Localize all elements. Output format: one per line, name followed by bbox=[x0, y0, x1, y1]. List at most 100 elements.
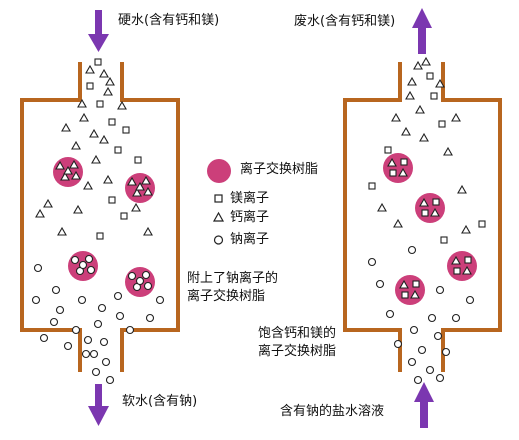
magnesium-ion bbox=[120, 212, 128, 220]
calcium-ion bbox=[117, 100, 127, 110]
bound-magnesium-ion bbox=[464, 256, 472, 264]
bound-sodium-ion bbox=[84, 254, 94, 264]
bound-magnesium-ion bbox=[432, 198, 440, 206]
sodium-ion bbox=[81, 349, 91, 359]
sodium-ion bbox=[63, 341, 73, 351]
bound-calcium-ion bbox=[143, 186, 153, 196]
calcium-ion bbox=[131, 202, 141, 212]
legend-sodium-label: 钠离子 bbox=[230, 232, 270, 247]
bound-sodium-ion bbox=[141, 270, 151, 280]
right-bottom-label: 含有钠的盐水溶液 bbox=[280, 404, 385, 419]
sodium-ion bbox=[55, 305, 65, 315]
sodium-ion bbox=[433, 331, 443, 341]
magnesium-ion bbox=[108, 118, 116, 126]
sodium-ion bbox=[101, 357, 111, 367]
left-vessel bbox=[20, 62, 180, 372]
magnesium-ion bbox=[430, 92, 438, 100]
magnesium-ion bbox=[368, 182, 376, 190]
calcium-ion bbox=[103, 174, 113, 184]
calcium-ion bbox=[407, 76, 417, 86]
loaded-resin-label-line1: 饱含钙和镁的 bbox=[258, 326, 337, 341]
magnesium-ion bbox=[440, 236, 448, 244]
bound-sodium-ion bbox=[127, 271, 137, 281]
bound-magnesium-ion bbox=[389, 169, 397, 177]
calcium-ion bbox=[79, 112, 89, 122]
bound-calcium-ion bbox=[419, 197, 429, 207]
calcium-ion bbox=[443, 146, 453, 156]
magnesium-ion bbox=[438, 120, 446, 128]
magnesium-ion bbox=[108, 196, 116, 204]
sodium-ion bbox=[427, 313, 437, 323]
sodium-ion bbox=[465, 295, 475, 305]
magnesium-ion bbox=[94, 58, 102, 66]
left-bottom-label: 软水(含有钠) bbox=[122, 394, 198, 409]
sodium-ion bbox=[49, 317, 59, 327]
resin-bead bbox=[125, 173, 155, 203]
sodium-ion bbox=[51, 285, 61, 295]
sodium-ion bbox=[417, 345, 427, 355]
calcium-ion bbox=[461, 224, 471, 234]
sodium-ion bbox=[407, 357, 417, 367]
sodium-ion bbox=[385, 309, 395, 319]
sodium-ion bbox=[93, 319, 103, 329]
legend-magnesium-icon bbox=[214, 194, 223, 203]
sodium-ion bbox=[89, 349, 99, 359]
sodium-ion bbox=[33, 263, 43, 273]
right-outflow-arrow bbox=[412, 8, 432, 54]
calcium-ion bbox=[103, 86, 113, 96]
calcium-ion bbox=[457, 184, 467, 194]
bound-magnesium-ion bbox=[453, 267, 461, 275]
right-inflow-arrow bbox=[414, 382, 434, 428]
legend-resin-icon bbox=[207, 159, 231, 183]
calcium-ion bbox=[435, 78, 445, 88]
calcium-ion bbox=[419, 132, 429, 142]
magnesium-ion bbox=[426, 72, 434, 80]
bound-calcium-ion bbox=[135, 181, 145, 191]
calcium-ion bbox=[105, 76, 115, 86]
calcium-ion bbox=[391, 112, 401, 122]
bound-magnesium-ion bbox=[401, 291, 409, 299]
bound-sodium-ion bbox=[78, 260, 88, 270]
bound-sodium-ion bbox=[70, 255, 80, 265]
bound-sodium-ion bbox=[135, 276, 145, 286]
left-top-label: 硬水(含有钙和镁) bbox=[118, 13, 220, 28]
sodium-ion bbox=[97, 303, 107, 313]
calcium-ion bbox=[393, 218, 403, 228]
legend-calcium-icon bbox=[212, 211, 225, 222]
calcium-ion bbox=[73, 204, 83, 214]
magnesium-ion bbox=[96, 232, 104, 240]
magnesium-ion bbox=[114, 146, 122, 154]
left-outflow-arrow bbox=[88, 384, 109, 426]
legend-sodium-icon bbox=[213, 235, 224, 245]
bound-calcium-ion bbox=[462, 265, 472, 275]
sodium-ion bbox=[375, 279, 385, 289]
calcium-ion bbox=[421, 56, 431, 66]
bound-calcium-ion bbox=[430, 207, 440, 217]
calcium-ion bbox=[91, 154, 101, 164]
sodium-ion bbox=[451, 313, 461, 323]
sodium-ion bbox=[407, 245, 417, 255]
bound-magnesium-ion bbox=[400, 158, 408, 166]
resin-bead bbox=[68, 251, 98, 281]
sodium-ion bbox=[91, 367, 101, 377]
calcium-ion bbox=[71, 140, 81, 150]
left-inflow-arrow bbox=[88, 10, 109, 52]
bound-calcium-ion bbox=[410, 289, 420, 299]
sodium-ion bbox=[77, 295, 87, 305]
magnesium-ion bbox=[134, 156, 142, 164]
calcium-ion bbox=[99, 134, 109, 144]
bound-calcium-ion bbox=[71, 170, 81, 180]
calcium-ion bbox=[83, 180, 93, 190]
sodium-ion bbox=[393, 339, 403, 349]
calcium-ion bbox=[413, 60, 423, 70]
bound-calcium-ion bbox=[69, 159, 79, 169]
sodium-ion bbox=[367, 257, 377, 267]
bound-calcium-ion bbox=[451, 255, 461, 265]
sodium-ion bbox=[115, 311, 125, 321]
calcium-ion bbox=[143, 226, 153, 236]
sodium-ion bbox=[441, 347, 451, 357]
bound-sodium-ion bbox=[143, 281, 153, 291]
bound-magnesium-ion bbox=[421, 209, 429, 217]
sodium-ion bbox=[125, 325, 135, 335]
